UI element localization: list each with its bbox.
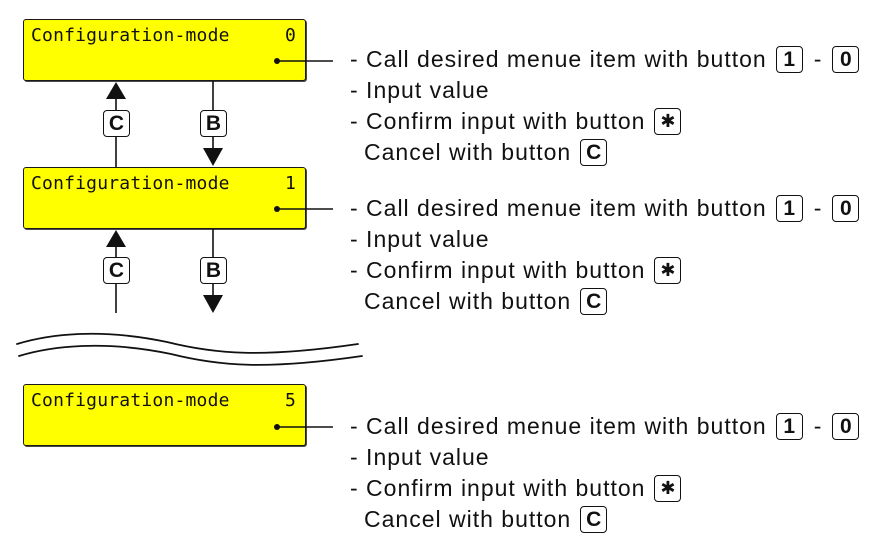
- instruction-input-value: - Input value: [350, 224, 859, 255]
- break-wave-top: [16, 332, 359, 354]
- key-b-icon: B: [200, 110, 227, 137]
- instruction-cancel: Cancel with button C: [350, 137, 859, 168]
- lcd-title: Configuration-mode: [31, 173, 230, 194]
- instruction-text: Cancel with button: [364, 288, 572, 314]
- arrow-up-icon: [106, 230, 126, 247]
- instruction-text: - Call desired menue item with button: [350, 195, 767, 221]
- key-1-icon: 1: [775, 413, 803, 440]
- key-0-icon: 0: [832, 413, 860, 440]
- lcd-display-mode-0: Configuration-mode 0: [23, 19, 306, 81]
- instruction-cancel: Cancel with button C: [350, 504, 859, 535]
- instruction-text: - Call desired menue item with button: [350, 46, 767, 72]
- key-c-icon: C: [103, 257, 130, 284]
- key-0-icon: 0: [832, 46, 860, 73]
- key-c-icon: C: [580, 506, 608, 533]
- instruction-call-item: - Call desired menue item with button 1 …: [350, 193, 860, 224]
- key-c-icon: C: [580, 288, 608, 315]
- key-b-icon: B: [200, 257, 227, 284]
- lcd-title: Configuration-mode: [31, 25, 230, 46]
- instruction-text: - Input value: [350, 444, 490, 470]
- instruction-text: - Confirm input with button: [350, 108, 646, 134]
- arrow-down-icon: [203, 295, 223, 313]
- lcd-mode-number: 0: [284, 25, 296, 46]
- instruction-text: - Input value: [350, 226, 490, 252]
- instruction-input-value: - Input value: [350, 75, 859, 106]
- key-asterisk-icon: ✱: [654, 108, 682, 135]
- instruction-confirm: - Confirm input with button ✱: [350, 106, 859, 137]
- instruction-confirm: - Confirm input with button ✱: [350, 255, 859, 286]
- range-separator: -: [813, 413, 823, 439]
- instruction-text: Cancel with button: [364, 139, 572, 165]
- key-1-icon: 1: [775, 46, 803, 73]
- lcd-mode-number: 5: [284, 390, 296, 411]
- key-1-icon: 1: [775, 195, 803, 222]
- key-asterisk-icon: ✱: [654, 257, 682, 284]
- arrow-up-icon: [106, 82, 126, 99]
- instruction-input-value: - Input value: [350, 442, 859, 473]
- instruction-text: Cancel with button: [364, 506, 572, 532]
- instructions-mode-0: - Call desired menue item with button 1 …: [350, 44, 860, 168]
- lcd-title: Configuration-mode: [31, 390, 230, 411]
- key-asterisk-icon: ✱: [654, 475, 682, 502]
- instruction-text: - Input value: [350, 77, 490, 103]
- range-separator: -: [813, 46, 823, 72]
- break-wave-bottom: [18, 344, 363, 366]
- instruction-call-item: - Call desired menue item with button 1 …: [350, 411, 860, 442]
- key-c-icon: C: [580, 139, 608, 166]
- key-0-icon: 0: [832, 195, 860, 222]
- instruction-call-item: - Call desired menue item with button 1 …: [350, 44, 860, 75]
- instruction-cancel: Cancel with button C: [350, 286, 859, 317]
- instructions-mode-5: - Call desired menue item with button 1 …: [350, 411, 860, 535]
- lcd-mode-number: 1: [284, 173, 296, 194]
- range-separator: -: [813, 195, 823, 221]
- instructions-mode-1: - Call desired menue item with button 1 …: [350, 193, 860, 317]
- lcd-display-mode-5: Configuration-mode 5: [23, 384, 306, 446]
- instruction-confirm: - Confirm input with button ✱: [350, 473, 859, 504]
- instruction-text: - Confirm input with button: [350, 475, 646, 501]
- instruction-text: - Call desired menue item with button: [350, 413, 767, 439]
- lcd-display-mode-1: Configuration-mode 1: [23, 167, 306, 229]
- instruction-text: - Confirm input with button: [350, 257, 646, 283]
- arrow-down-icon: [203, 148, 223, 166]
- key-c-icon: C: [103, 110, 130, 137]
